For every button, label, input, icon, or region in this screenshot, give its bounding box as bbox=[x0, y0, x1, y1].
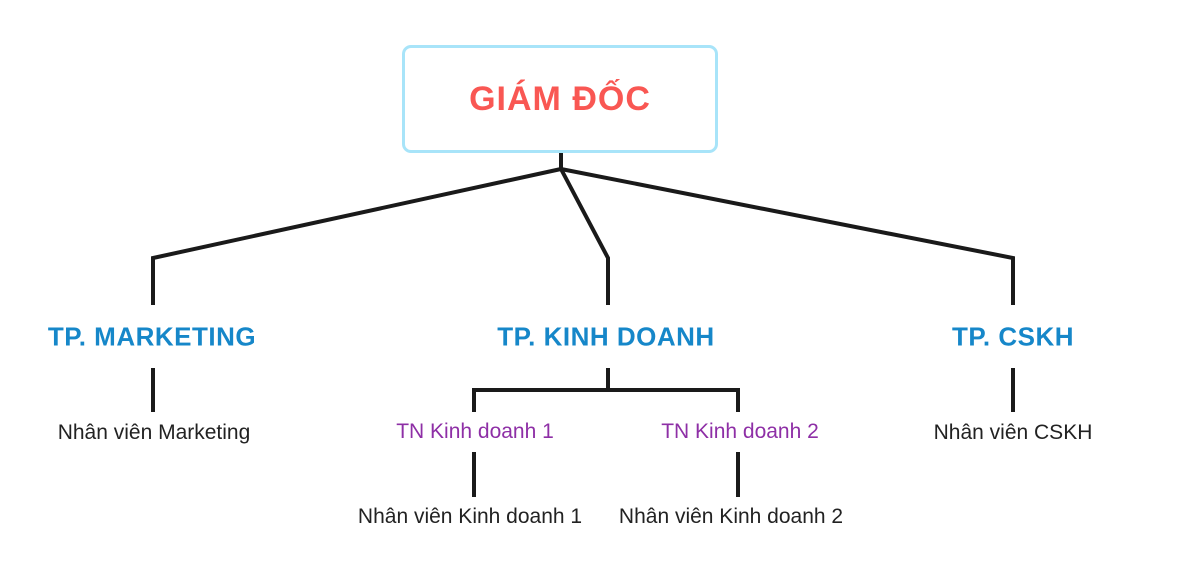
node-nhan-vien-kinh-doanh-1: Nhân viên Kinh doanh 1 bbox=[357, 505, 583, 528]
node-giam-doc: GIÁM ĐỐC bbox=[402, 45, 718, 153]
connector-root-to-kinhdoanh bbox=[559, 168, 610, 305]
node-nhan-vien-kinh-doanh-2: Nhân viên Kinh doanh 2 bbox=[618, 505, 844, 528]
node-giam-doc-label: GIÁM ĐỐC bbox=[469, 79, 651, 118]
connector-root-to-cskh bbox=[560, 167, 1015, 305]
node-tn-kinh-doanh-1: TN Kinh doanh 1 bbox=[396, 420, 554, 443]
connector-kinhdoanh-split bbox=[472, 388, 740, 412]
node-tp-marketing: TP. MARKETING bbox=[47, 321, 257, 352]
node-nhan-vien-cskh: Nhân viên CSKH bbox=[933, 421, 1093, 444]
connector-root-to-marketing bbox=[151, 167, 562, 305]
node-tp-kinh-doanh: TP. KINH DOANH bbox=[497, 321, 715, 352]
node-tn-kinh-doanh-2: TN Kinh doanh 2 bbox=[661, 420, 819, 443]
node-nhan-vien-marketing: Nhân viên Marketing bbox=[57, 421, 251, 444]
node-tp-cskh: TP. CSKH bbox=[952, 321, 1074, 352]
